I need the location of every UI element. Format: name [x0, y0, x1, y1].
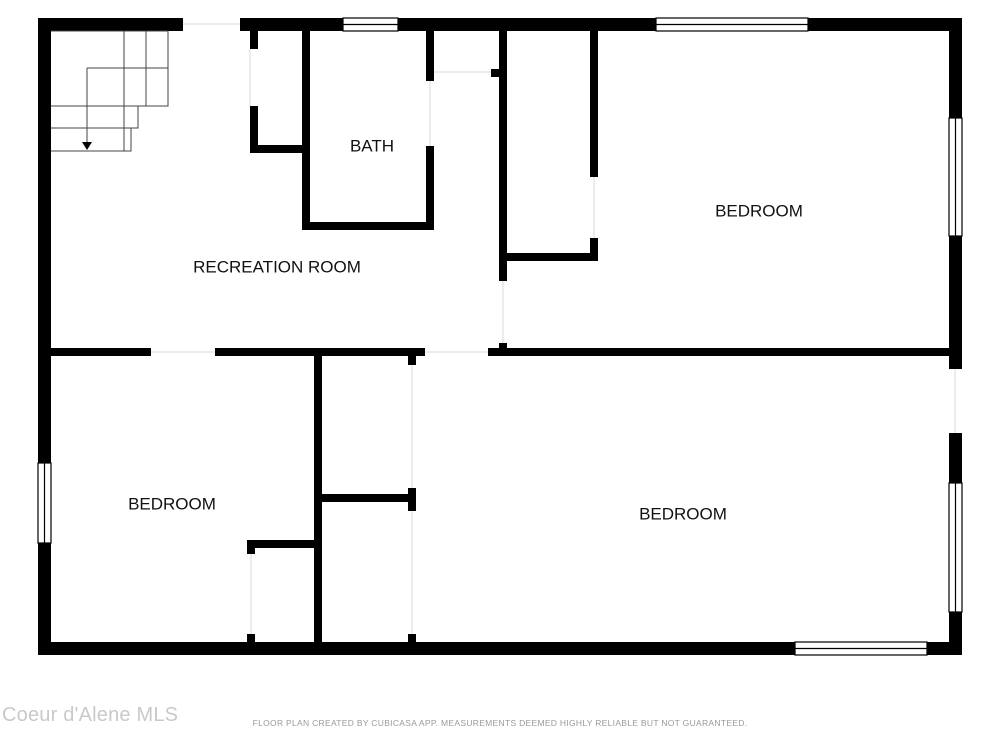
- interior-walls: [51, 31, 949, 642]
- exterior-walls: [38, 18, 962, 655]
- window-right-lower: [948, 482, 963, 613]
- room-label-bath: BATH: [350, 136, 394, 155]
- window-bottom: [794, 641, 928, 656]
- room-label-recreation-room: RECREATION ROOM: [193, 257, 361, 276]
- staircase: [51, 30, 169, 152]
- room-label-bedroom-bottom-right: BEDROOM: [639, 504, 727, 523]
- windows: [37, 17, 963, 656]
- disclaimer-text: FLOOR PLAN CREATED BY CUBICASA APP. MEAS…: [252, 718, 748, 728]
- window-top-bath: [342, 17, 399, 32]
- room-label-bedroom-bottom-left: BEDROOM: [128, 494, 216, 513]
- watermark-text: Coeur d'Alene MLS: [2, 704, 179, 726]
- closet-door-lines: [151, 23, 956, 634]
- window-right-upper: [948, 117, 963, 237]
- room-label-bedroom-top-right: BEDROOM: [715, 201, 803, 220]
- window-left: [37, 462, 52, 544]
- stair-down-arrow-icon: [82, 142, 92, 150]
- window-top-bedroom: [655, 17, 809, 32]
